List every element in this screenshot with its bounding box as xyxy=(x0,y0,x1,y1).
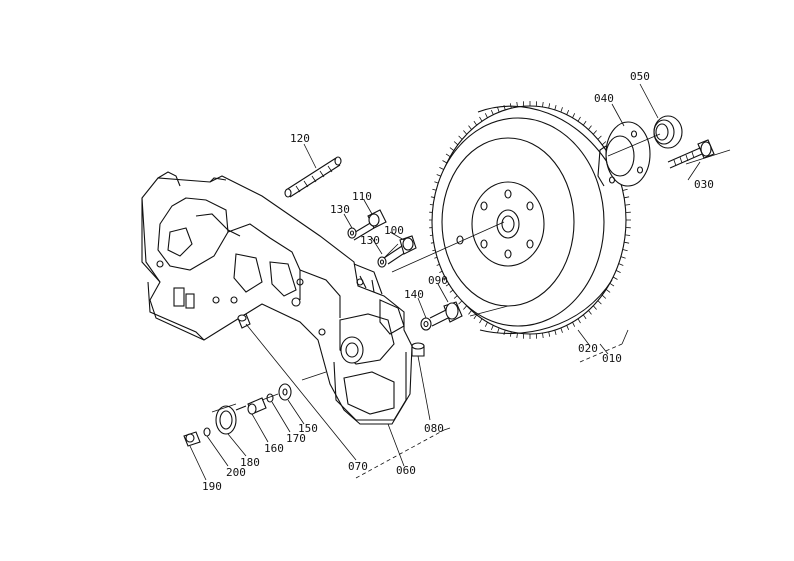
callout-120: 120 xyxy=(290,132,310,145)
stud-bolt-120 xyxy=(284,156,342,198)
washer-200 xyxy=(203,427,211,437)
callout-070: 070 xyxy=(348,460,368,473)
callout-110: 110 xyxy=(352,190,372,203)
callout-050: 050 xyxy=(630,70,650,83)
callout-060: 060 xyxy=(396,464,416,477)
callout-190: 190 xyxy=(202,480,222,493)
callout-150: 150 xyxy=(298,422,318,435)
leader-lines xyxy=(189,83,701,481)
callout-100: 100 xyxy=(384,224,404,237)
bearing-050 xyxy=(653,115,683,149)
washer-130-lower xyxy=(377,256,387,268)
callout-020: 020 xyxy=(578,342,598,355)
callout-080: 080 xyxy=(424,422,444,435)
bolt-090 xyxy=(429,301,463,327)
gear-case-housing xyxy=(141,171,413,425)
bolt-030 xyxy=(667,139,715,169)
callout-030: 030 xyxy=(694,178,714,191)
dowel-pin-080 xyxy=(411,342,425,357)
callout-170: 170 xyxy=(286,432,306,445)
fitting-160 xyxy=(247,397,267,415)
callout-200: 200 xyxy=(226,466,246,479)
flange-040 xyxy=(597,121,651,187)
assembly-lines xyxy=(211,133,731,479)
callout-160: 160 xyxy=(264,442,284,455)
callout-140: 140 xyxy=(404,288,424,301)
flywheel-020 xyxy=(429,101,631,339)
washer-140 xyxy=(420,317,432,331)
plug-150 xyxy=(278,383,292,401)
callout-130-lower: 130 xyxy=(360,234,380,247)
bolt-110 xyxy=(351,209,387,241)
callout-130-upper: 130 xyxy=(330,203,350,216)
nut-190 xyxy=(183,431,201,447)
callout-010: 010 xyxy=(602,352,622,365)
callout-040: 040 xyxy=(594,92,614,105)
callout-180: 180 xyxy=(240,456,260,469)
callout-labels: 010 020 030 040 050 060 070 080 090 100 … xyxy=(202,70,714,493)
callout-090: 090 xyxy=(428,274,448,287)
bolt-100 xyxy=(383,235,417,265)
washer-130-upper xyxy=(347,227,357,239)
dowel-pin-070 xyxy=(237,313,251,329)
cover-plate-180 xyxy=(215,405,247,435)
